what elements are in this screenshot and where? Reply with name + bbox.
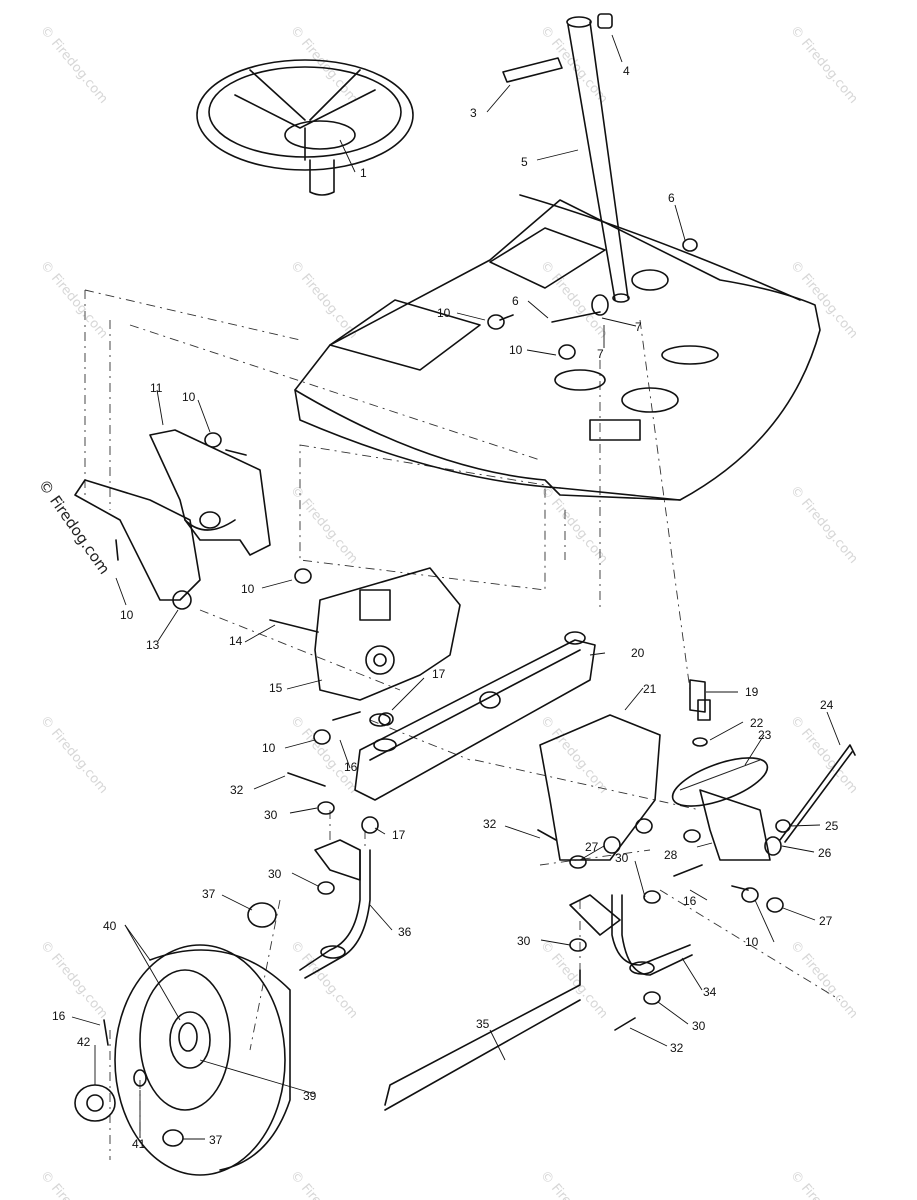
callout-label: 19: [745, 685, 759, 699]
callout-label: 6: [512, 294, 519, 308]
watermark: © Firedog.com: [37, 713, 111, 797]
front-wheel: [114, 944, 291, 1176]
callout-label: 30: [615, 851, 629, 865]
axle-plate: [314, 567, 461, 701]
watermark: © Firedog.com: [787, 938, 861, 1022]
callout-label: 32: [670, 1041, 684, 1055]
callout-label: 36: [398, 925, 412, 939]
leader-lines: [71, 34, 841, 1140]
callout-label: 17: [432, 667, 446, 681]
callout-label: 15: [269, 681, 283, 695]
callout-label: 13: [146, 638, 160, 652]
callout-label: 23: [758, 728, 772, 742]
small-hardware: [103, 238, 791, 1046]
watermark: © Firedog.com: [287, 258, 361, 342]
callout-label: 20: [631, 646, 645, 660]
drag-link: [384, 969, 581, 1111]
left-spindle: [299, 839, 371, 979]
callout-label: 34: [703, 985, 717, 999]
watermark: © Firedog.com: [37, 23, 111, 107]
callout-label: 27: [585, 840, 599, 854]
callout-label: 30: [517, 934, 531, 948]
watermark: © Firedog.com: [537, 1168, 611, 1200]
dash-panel: [294, 194, 821, 501]
callout-label: 3: [470, 106, 477, 120]
front-axle: [354, 631, 596, 801]
axle-bracket: [539, 714, 661, 861]
callout-label: 16: [344, 760, 358, 774]
assembly-lines: [84, 289, 841, 1160]
watermark: © Firedog.com: [287, 1168, 361, 1200]
callout-label: 10: [437, 306, 451, 320]
callout-label: 21: [643, 682, 657, 696]
callout-label: 30: [264, 808, 278, 822]
callout-label: 16: [683, 894, 697, 908]
watermark: © Firedog.com: [787, 23, 861, 107]
callout-label: 32: [230, 783, 244, 797]
callout-label: 32: [483, 817, 497, 831]
callout-label: 25: [825, 819, 839, 833]
callout-label: 11: [150, 381, 163, 395]
callout-label: 4: [623, 64, 630, 78]
callout-label: 10: [241, 582, 255, 596]
callout-label: 26: [818, 846, 832, 860]
callout-label: 5: [521, 155, 528, 169]
callout-label: 7: [635, 320, 642, 334]
callout-label: 22: [750, 716, 764, 730]
callout-label: 37: [209, 1133, 223, 1147]
callout-label: 40: [103, 919, 117, 933]
callout-label: 35: [476, 1017, 490, 1031]
callout-label: 10: [745, 935, 759, 949]
callout-label: 17: [392, 828, 406, 842]
callout-label: 7: [597, 347, 604, 361]
callout-label: 41: [132, 1137, 146, 1151]
callout-label: 14: [229, 634, 243, 648]
callout-label: 39: [303, 1089, 317, 1103]
right-spindle: [569, 894, 693, 976]
watermark: © Firedog.com: [37, 1168, 111, 1200]
callout-label: 10: [509, 343, 523, 357]
callout-label: 6: [668, 191, 675, 205]
watermark: © Firedog.com: [287, 713, 361, 797]
watermark: © Firedog.com: [787, 483, 861, 567]
callout-label: 1: [360, 166, 367, 180]
left-bracket: [74, 429, 271, 610]
watermark: © Firedog.com: [787, 1168, 861, 1200]
callout-label: 42: [77, 1035, 91, 1049]
watermark: © Firedog.com: [37, 938, 111, 1022]
callout-label: 37: [202, 887, 216, 901]
callout-label: 30: [268, 867, 282, 881]
callout-label: 10: [120, 608, 134, 622]
watermark: © Firedog.com: [537, 713, 611, 797]
watermark-layer: © Firedog.com © Firedog.com © Firedog.co…: [37, 23, 861, 1200]
steering-shaft: [502, 13, 630, 303]
watermark: © Firedog.com: [287, 483, 361, 567]
callout-label: 24: [820, 698, 834, 712]
callout-label: 16: [52, 1009, 66, 1023]
watermark: © Firedog.com: [37, 258, 111, 342]
callout-labels: 1 3 4 5 6 6 7 7 10 10 10 10 10 10 10 11 …: [52, 64, 839, 1151]
callout-label: 28: [664, 848, 678, 862]
tie-rod: [779, 744, 856, 843]
callout-label: 10: [262, 741, 276, 755]
steering-wheel: [196, 59, 414, 196]
callout-label: 30: [692, 1019, 706, 1033]
callout-label: 27: [819, 914, 833, 928]
steering-gear: [671, 699, 771, 861]
callout-label: 10: [182, 390, 196, 404]
copyright-text: © Firedog.com: [35, 476, 114, 578]
